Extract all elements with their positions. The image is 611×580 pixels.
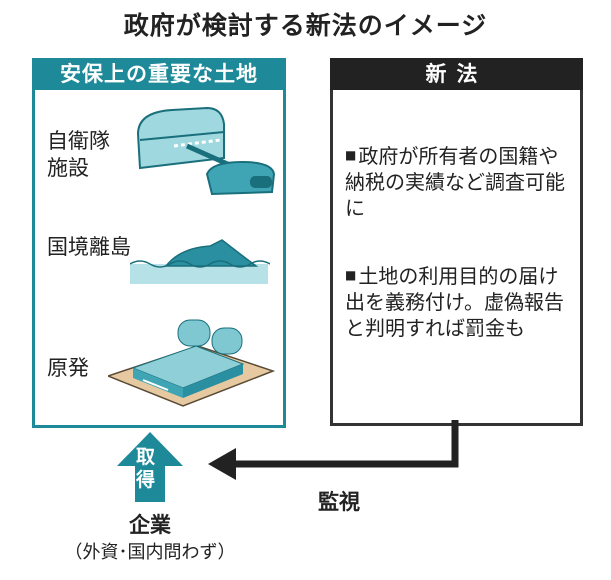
company-label: 企業 <box>129 513 171 537</box>
item-text: 政府が所有者の国籍や納税の実績など調査可能に <box>345 144 565 220</box>
island-icon <box>130 239 270 284</box>
label-line: 施設 <box>47 156 89 180</box>
nuclear-plant-label: 原発 <box>47 356 89 380</box>
bullet-icon: ■ <box>345 148 357 162</box>
acquire-arrow <box>117 432 183 502</box>
monitor-label: 監視 <box>318 490 360 514</box>
label-line: 自衛隊 <box>47 129 110 153</box>
company-note: （外資･国内問わず） <box>64 542 236 563</box>
new-law-item: ■政府が所有者の国籍や納税の実績など調査可能に <box>345 142 573 221</box>
monitor-arrow <box>208 420 459 480</box>
new-law-header: 新法 <box>330 58 583 90</box>
item-text: 土地の利用目的の届け出を義務付け。虚偽報告と判明すれば罰金も <box>345 264 564 340</box>
important-land-header: 安保上の重要な土地 <box>32 58 286 90</box>
border-island-label: 国境離島 <box>47 235 131 259</box>
new-law-box <box>330 58 583 426</box>
acquire-label: 取得 <box>136 446 156 491</box>
new-law-item: ■土地の利用目的の届け出を義務付け。虚偽報告と判明すれば罰金も <box>345 262 573 341</box>
nuclear-plant-icon <box>108 319 276 407</box>
sdf-facility-label: 自衛隊 施設 <box>47 128 110 182</box>
military-base-tank-icon <box>136 106 276 196</box>
bullet-icon: ■ <box>345 268 357 282</box>
diagram-title: 政府が検討する新法のイメージ <box>123 11 488 40</box>
